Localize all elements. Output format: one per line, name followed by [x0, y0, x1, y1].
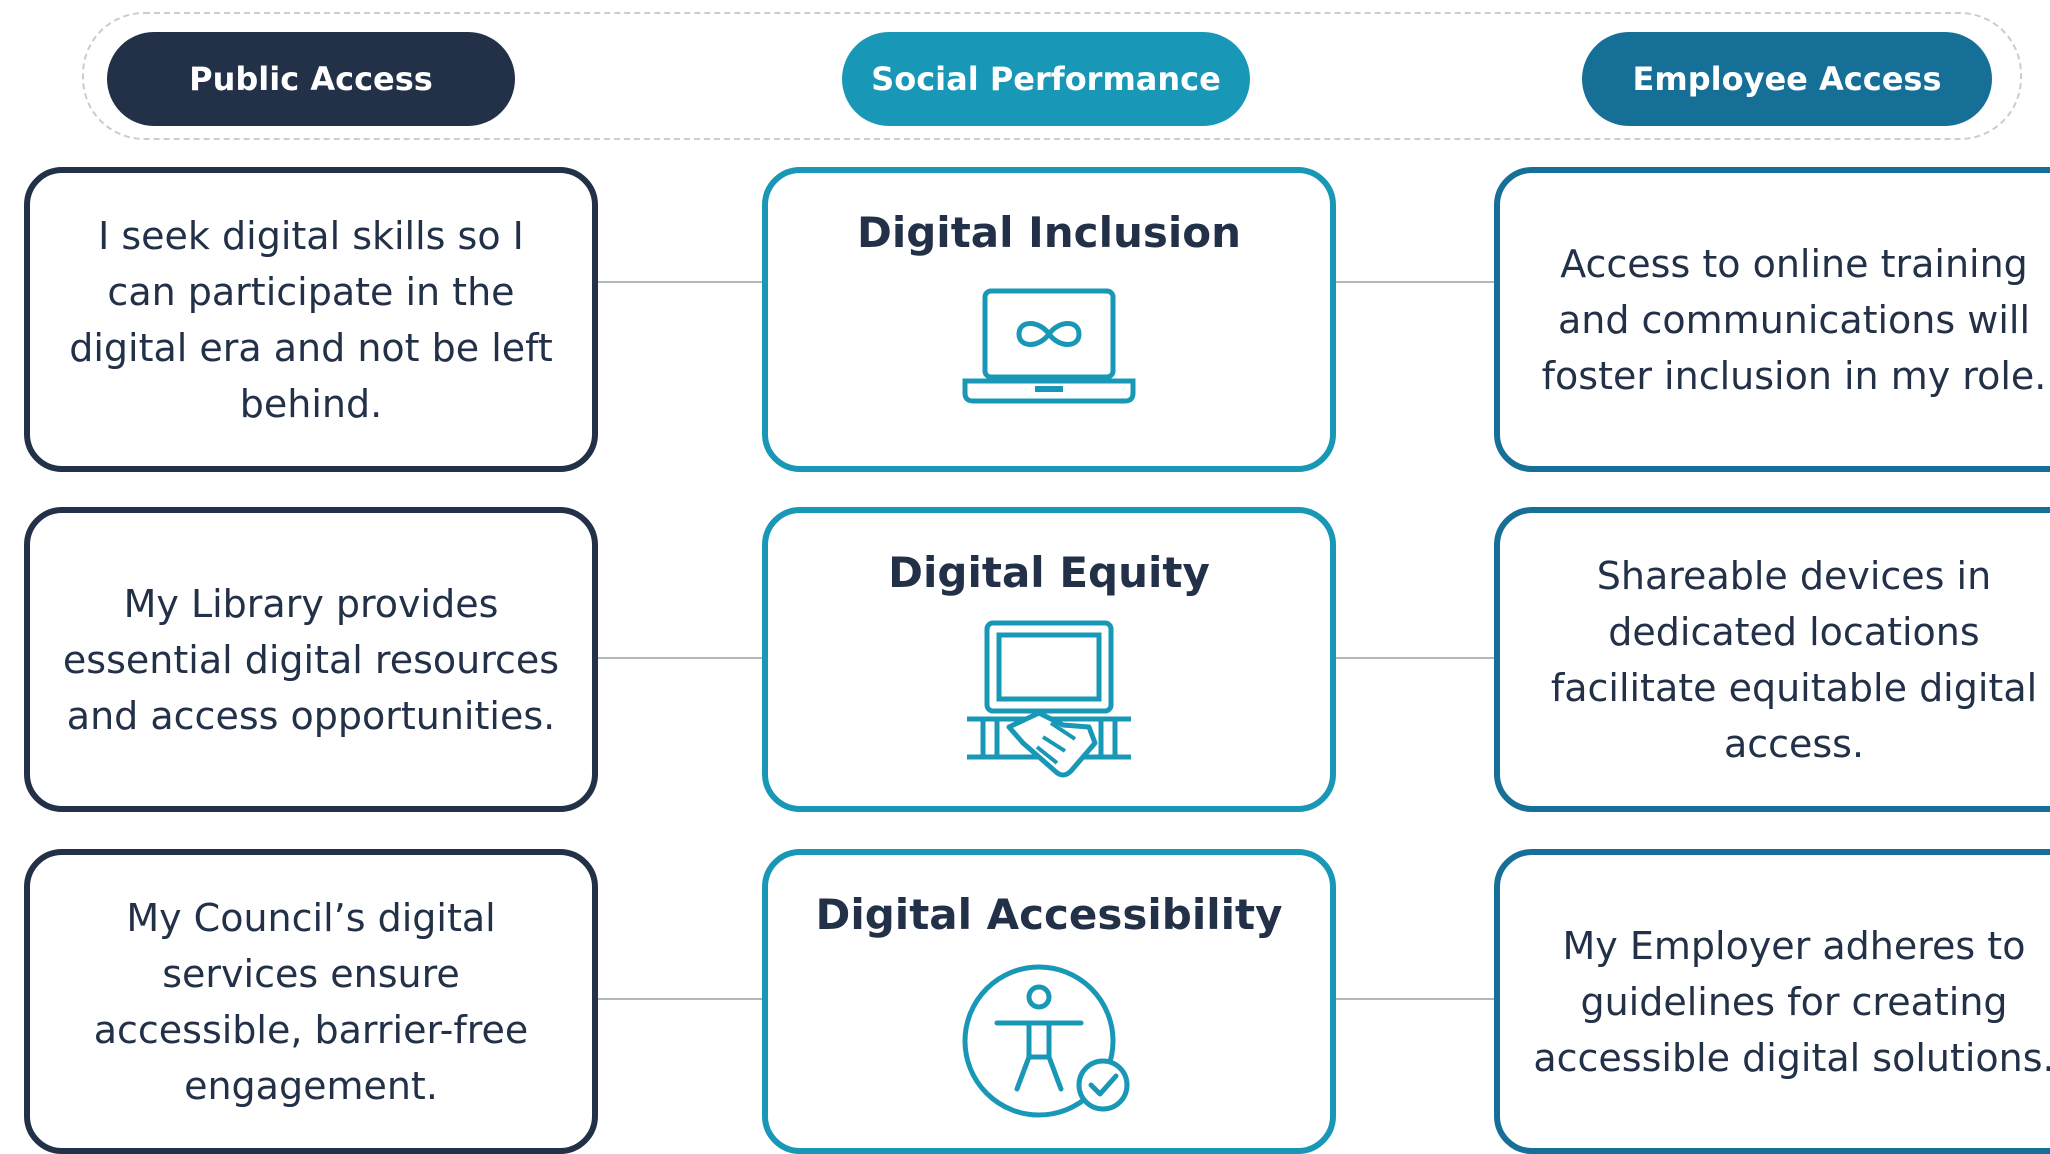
employee-card-equity: Shareable devices in dedicated locations…: [1494, 507, 2050, 812]
accessibility-person-check-icon: [962, 964, 1130, 1118]
social-performance-header: Social Performance: [842, 32, 1250, 126]
public-card-inclusion: I seek digital skills so I can participa…: [24, 167, 598, 472]
connector-row3-left: [598, 998, 762, 1000]
laptop-infinity-icon: [962, 288, 1136, 404]
public-card-accessibility: My Council’s digital services ensure acc…: [24, 849, 598, 1154]
employee-access-header: Employee Access: [1582, 32, 1992, 126]
digital-equity-title: Digital Equity: [888, 548, 1210, 597]
public-card-text: My Council’s digital services ensure acc…: [93, 895, 529, 1108]
laptop-handshake-icon: [967, 620, 1131, 778]
connector-row2-left: [598, 657, 762, 659]
public-card-text: I seek digital skills so I can participa…: [69, 213, 553, 426]
employee-card-text: Shareable devices in dedicated locations…: [1550, 553, 2038, 766]
connector-row2-right: [1336, 657, 1494, 659]
digital-inclusion-title: Digital Inclusion: [856, 208, 1242, 257]
header-dashed-frame: [82, 12, 2022, 140]
public-access-header: Public Access: [107, 32, 515, 126]
social-card-inclusion: Digital Inclusion: [762, 167, 1336, 472]
connector-row3-right: [1336, 998, 1494, 1000]
public-card-text: My Library provides essential digital re…: [62, 581, 560, 738]
public-card-equity: My Library provides essential digital re…: [24, 507, 598, 812]
digital-accessibility-title: Digital Accessibility: [815, 890, 1283, 939]
connector-row1-right: [1336, 281, 1494, 283]
employee-card-text: Access to online training and communicat…: [1541, 241, 2047, 398]
employee-card-inclusion: Access to online training and communicat…: [1494, 167, 2050, 472]
connector-row1-left: [598, 281, 762, 283]
social-card-accessibility: Digital Accessibility: [762, 849, 1336, 1154]
social-card-equity: Digital Equity: [762, 507, 1336, 812]
employee-card-text: My Employer adheres to guidelines for cr…: [1533, 923, 2050, 1080]
employee-card-accessibility: My Employer adheres to guidelines for cr…: [1494, 849, 2050, 1154]
